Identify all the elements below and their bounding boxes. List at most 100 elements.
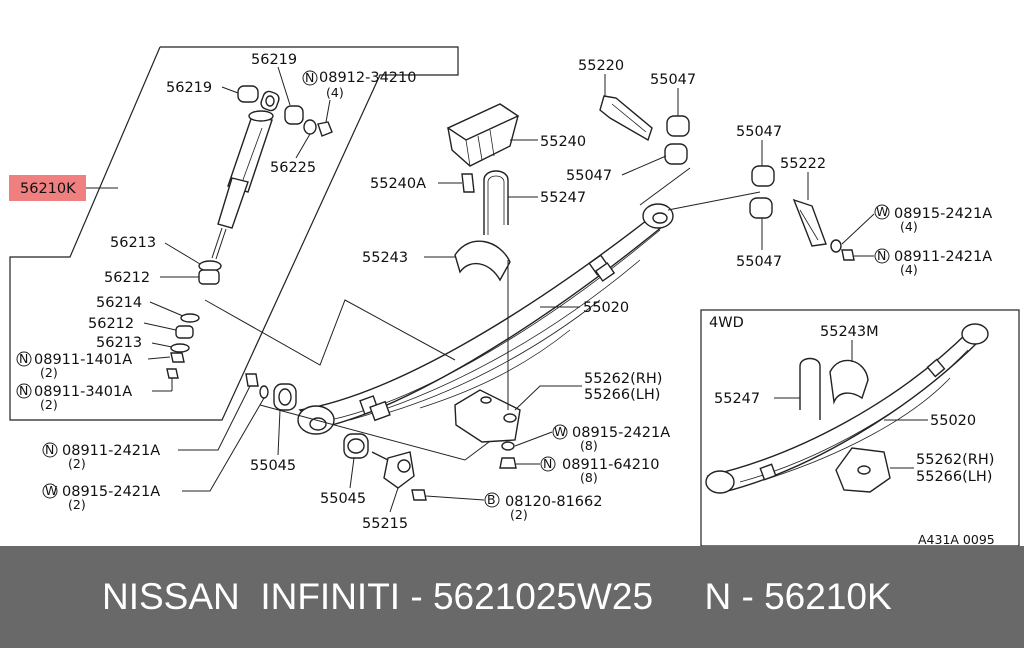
- qty-2a: (2): [40, 365, 58, 380]
- symbol-n: N: [877, 248, 886, 263]
- label-55266-lh-4wd: 55266(LH): [916, 469, 992, 485]
- label-08120-81662: 08120-81662: [505, 494, 603, 510]
- label-55045-lower: 55045: [320, 491, 366, 507]
- label-55020: 55020: [583, 300, 629, 316]
- footer-spacer: [653, 576, 704, 618]
- bushing-55045-lower: [347, 438, 365, 454]
- symbol-n: N: [19, 383, 28, 398]
- label-08915-2421a-right: 08915-2421A: [894, 206, 992, 222]
- bushing-55045-upper: [278, 388, 292, 406]
- u-bolt-55247-4wd: [799, 357, 821, 420]
- shackle-55222: [792, 198, 827, 247]
- qty-8a: (8): [580, 438, 598, 453]
- label-56210k: 56210K: [20, 181, 76, 197]
- label-55047-b: 55047: [566, 168, 612, 184]
- bolt-08120: [411, 489, 427, 501]
- label-08911-1401a: 08911-1401A: [34, 352, 132, 368]
- spring-seat-55262-4wd: [835, 447, 891, 493]
- nut-08911-2421a-left: [245, 373, 259, 387]
- bolt-55240a: [461, 173, 475, 193]
- parts-diagram: 56210K 56219 56219 N 08912-34210 (4) 562…: [9, 46, 1020, 547]
- label-08911-2421a-right: 08911-2421A: [894, 249, 992, 265]
- label-08915-2421a-left: 08915-2421A: [62, 484, 160, 500]
- qty-2d: (2): [68, 497, 86, 512]
- footer-separator: -: [400, 576, 433, 617]
- qty-4b: (4): [900, 219, 918, 234]
- outline-lines: [667, 191, 761, 211]
- label-55240a: 55240A: [370, 176, 426, 192]
- footer-code: N - 56210K: [704, 576, 892, 617]
- label-55020-4wd: 55020: [930, 413, 976, 429]
- bushing-55047-c: [751, 165, 775, 187]
- bushing-56219-right: [284, 105, 304, 125]
- bumper-55243m: [829, 359, 869, 405]
- label-56219-left: 56219: [166, 80, 212, 96]
- footer-brand: NISSAN INFINITI: [102, 576, 401, 617]
- symbol-n: N: [19, 351, 28, 366]
- label-08911-64210: 08911-64210: [562, 457, 660, 473]
- label-55240: 55240: [540, 134, 586, 150]
- label-56219-top: 56219: [251, 52, 297, 68]
- u-bolt-55247: [487, 175, 505, 235]
- label-56212-upper: 56212: [104, 270, 150, 286]
- shackle-pin-55215: [371, 451, 415, 489]
- u-bolt-55247: [483, 170, 509, 235]
- footer-bar: NISSAN INFINITI - 5621025W25 N - 56210K: [0, 546, 1024, 648]
- bushing-55047-a: [666, 115, 690, 137]
- outline-lines: [639, 167, 691, 206]
- label-55243m: 55243M: [820, 324, 879, 340]
- label-56213-upper: 56213: [110, 235, 156, 251]
- label-55262-rh: 55262(RH): [584, 371, 662, 387]
- label-55247: 55247: [540, 190, 586, 206]
- symbol-w: W: [45, 483, 57, 498]
- nut-08911-2421a-right: [841, 249, 855, 261]
- reference-code: A431A 0095: [918, 532, 995, 546]
- label-55247-4wd: 55247: [714, 391, 760, 407]
- bump-stopper-55240: [446, 103, 520, 167]
- label-55047-c: 55047: [736, 124, 782, 140]
- label-55215: 55215: [362, 516, 408, 532]
- label-55047-a: 55047: [650, 72, 696, 88]
- nut-08912: [317, 121, 333, 137]
- leaf-spring-55020-4wd: [705, 323, 989, 494]
- label-08911-2421a-left: 08911-2421A: [62, 443, 160, 459]
- bushing-55047-d: [749, 197, 773, 219]
- nut-08911-3401a: [166, 368, 179, 379]
- label-55266-lh: 55266(LH): [584, 387, 660, 403]
- bracket-56214: [180, 313, 200, 323]
- label-56225: 56225: [270, 160, 316, 176]
- footer-part-number: 5621025W25: [432, 576, 654, 617]
- symbol-n: N: [543, 456, 552, 471]
- bushing-56219-left: [237, 85, 259, 103]
- highlight-box: [9, 175, 86, 201]
- label-55262-rh-4wd: 55262(RH): [916, 452, 994, 468]
- qty-8b: (8): [580, 470, 598, 485]
- qty-2e: (2): [510, 507, 528, 522]
- label-56214: 56214: [96, 295, 142, 311]
- inset-4wd-title: 4WD: [709, 315, 744, 331]
- label-55047-d: 55047: [736, 254, 782, 270]
- label-56213-lower: 56213: [96, 335, 142, 351]
- shock-absorber: [211, 90, 280, 260]
- label-08915-2421a-mid: 08915-2421A: [572, 425, 670, 441]
- bushing-56212-upper: [198, 269, 220, 285]
- qty-4c: (4): [900, 262, 918, 277]
- label-55243: 55243: [362, 250, 408, 266]
- qty-2c: (2): [68, 456, 86, 471]
- bushing-55047-b: [664, 143, 688, 165]
- label-55045-upper: 55045: [250, 458, 296, 474]
- bushing-56212-lower: [175, 325, 194, 339]
- symbol-n: N: [45, 442, 54, 457]
- label-08912-34210: 08912-34210: [319, 70, 417, 86]
- qty-2b: (2): [40, 397, 58, 412]
- hanger-bracket-55220: [599, 95, 653, 142]
- spring-seat-55262: [454, 389, 521, 443]
- washer-08915-mid: [501, 441, 515, 451]
- shock-group-frame: [9, 46, 459, 421]
- label-55222: 55222: [780, 156, 826, 172]
- label-55220: 55220: [578, 58, 624, 74]
- qty-4a: (4): [326, 85, 344, 100]
- symbol-n: N: [305, 70, 314, 85]
- outline-lines: [204, 299, 456, 366]
